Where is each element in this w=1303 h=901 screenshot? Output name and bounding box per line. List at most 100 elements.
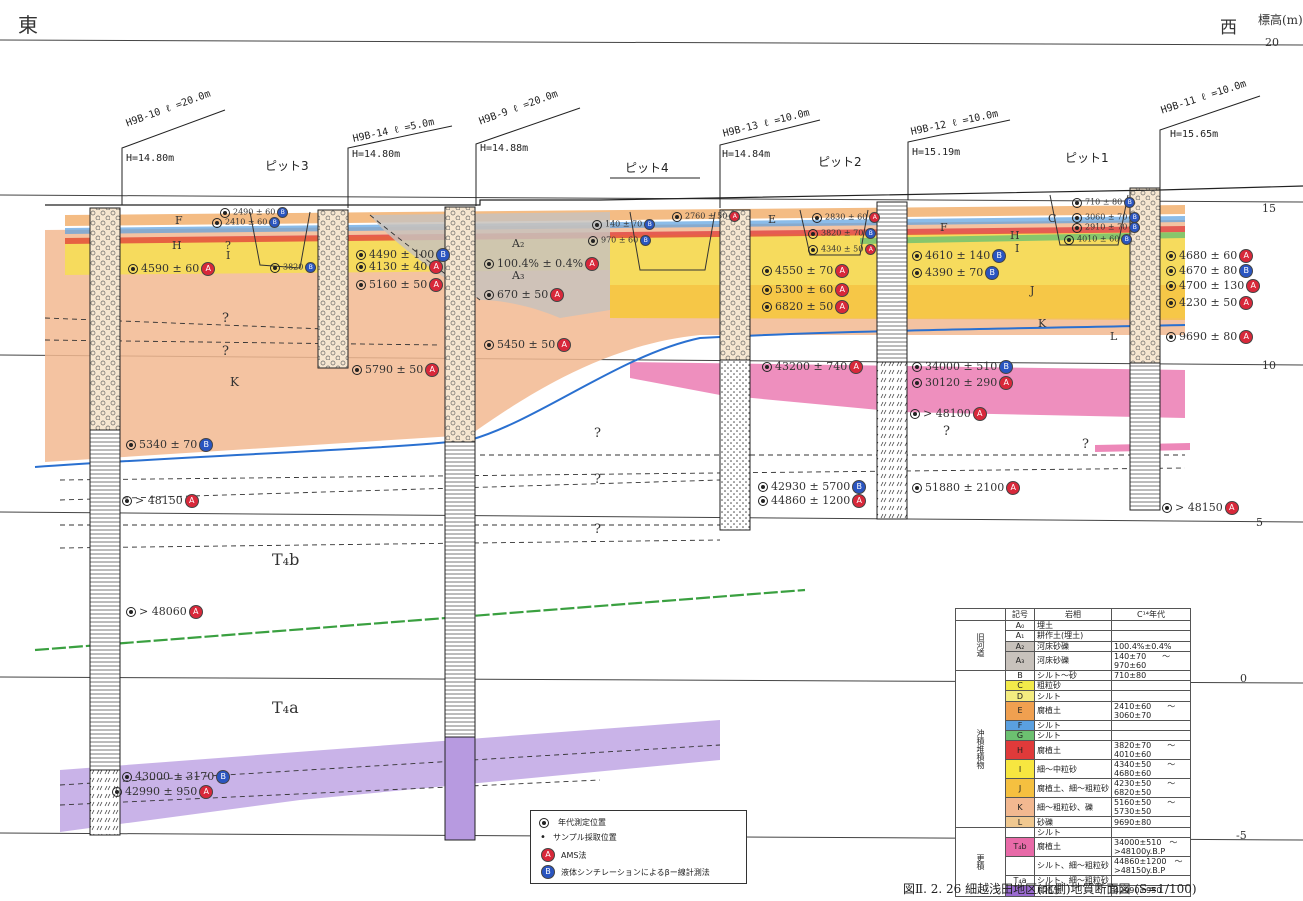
legend-lithology: 河床砂礫 [1034,640,1112,652]
date-value: 4610 ± 140 [925,249,991,262]
age-point-icon [1166,251,1176,261]
age-point-icon [758,482,768,492]
date-value: 670 ± 50 [497,288,549,301]
legend-age: 9690±80 [1111,816,1191,828]
date-value: 51880 ± 2100 [925,481,1005,494]
legend-age: 34000±510 ～ >48100y.B.P [1111,836,1191,857]
legend-symbol: A₀ [1005,619,1035,632]
date-value: 4590 ± 60 [141,262,200,275]
legend-symbol: A₂ [1005,640,1035,652]
age-point-icon [912,362,922,372]
age-point-icon [912,251,922,261]
date-value: 43200 ± 740 [775,360,848,373]
liquid-badge-icon: B [852,480,867,494]
age-point-icon [128,264,138,274]
age-point-icon [352,365,362,375]
date-value: 2910 ± 70 [1085,222,1128,232]
borehole-5-elev: H=15.19m [912,147,961,158]
age-point-icon [484,259,494,269]
age-point-icon [910,409,920,419]
date-value: 4340 ± 50 [821,244,864,254]
ams-badge-icon: A [557,338,572,352]
legend-symbol: C [1005,680,1035,692]
pit-1-label: ピット1 [1065,151,1109,165]
liquid-badge-icon: B [216,770,231,784]
date-value: 4230 ± 50 [1179,296,1238,309]
legend-symbol: A₁ [1005,630,1035,642]
borehole-2-elev: H=14.80m [352,149,401,160]
age-point-icon [912,268,922,278]
borehole-leaders [121,95,1261,208]
date-value: 42990 ± 950 [125,785,198,798]
age-point-icon [1166,298,1176,308]
date-value: 2410 ± 60 [225,217,268,227]
ams-badge-icon: A [835,300,850,314]
layer-label-k-east: K [1038,317,1047,330]
age-point-icon [912,483,922,493]
date-value: 30120 ± 290 [925,376,998,389]
date-value: 3060 ± 70 [1085,212,1128,222]
layer-label-i-east: I [1015,242,1020,255]
liquid-badge-icon: B [985,266,1000,280]
borehole-4-elev: H=14.84m [722,149,771,160]
liquid-badge-icon: B [305,262,317,273]
pit-4-label: ピット4 [625,161,669,175]
date-value: 5300 ± 60 [775,283,834,296]
date-value: 2830 ± 60 [825,212,868,222]
ams-badge-icon: A [541,848,555,862]
legend-age: 4340±50 ～ 4680±60 [1111,759,1191,780]
legend-symbol: H [1005,740,1035,761]
date-value: 6820 ± 50 [775,300,834,313]
layer-label-l: L [1110,330,1118,343]
age-point-icon [122,772,132,782]
borehole-3-elev: H=14.88m [480,143,529,154]
legend-symbol: B [1005,669,1035,682]
layer-label-a3: A₃ [512,269,525,282]
blue-boundary-line [34,324,1186,468]
age-point-icon [126,440,136,450]
age-point-icon [672,211,682,222]
legend-symbol: G [1005,730,1035,742]
date-value: 4680 ± 60 [1179,249,1238,262]
age-point-icon [356,250,366,260]
layer-g [860,232,1185,244]
question-mark: ? [222,344,229,359]
liquid-badge-icon: B [640,235,652,246]
question-mark: ? [594,522,601,537]
liquid-badge-icon: B [1121,234,1133,245]
question-mark: ? [943,424,950,439]
layer-label-c: C [1048,212,1057,225]
legend-age [1111,826,1191,838]
legend-age: 710±80 [1111,669,1191,682]
legend-lithology: シルト [1034,719,1112,732]
ams-badge-icon: A [849,360,864,374]
legend-symbol: F [1005,719,1035,732]
legend-age [1111,690,1191,702]
legend-lithology: 河床砂礫 [1034,650,1112,671]
pit-outlines [249,194,1129,271]
ams-badge-icon: A [1239,296,1254,310]
date-value: 4490 ± 100 [369,248,435,261]
question-mark: ? [225,239,231,252]
legend-lithology: 粗粒砂 [1034,680,1112,692]
east-label: 東 [18,13,38,37]
